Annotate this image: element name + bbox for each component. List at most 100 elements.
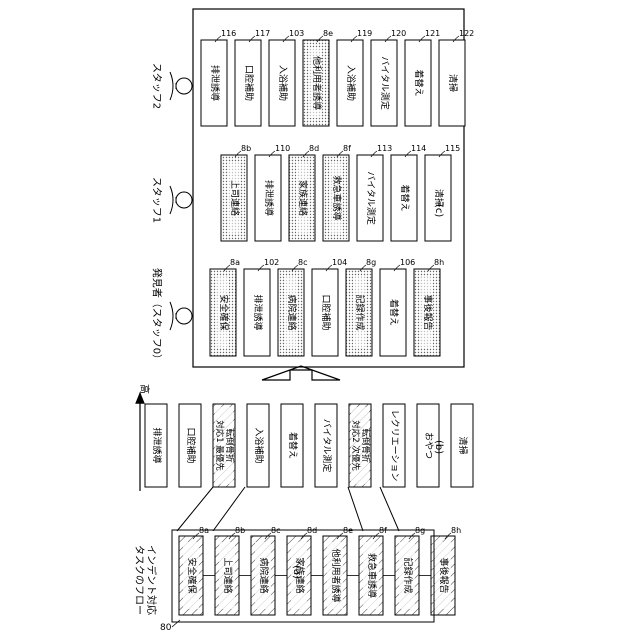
- schedule-task-ref: 120: [391, 29, 406, 38]
- schedule-task-ref: 115: [445, 144, 460, 153]
- schedule-task: 着替え114: [391, 144, 426, 241]
- flow-step: 事後報告 8h: [431, 526, 461, 615]
- priority-task-label-2: 対応2 次優先: [350, 420, 361, 471]
- schedule-task-ref: 8c: [298, 258, 308, 267]
- flow-step: 記録作成 8g: [395, 526, 431, 615]
- schedule-task: 清掃115: [425, 144, 460, 241]
- schedule-task-ref: 110: [275, 144, 290, 153]
- flow-step-ref: 8g: [415, 526, 425, 535]
- flow-step: 上司連絡8b: [215, 526, 251, 615]
- priority-task-label: おやつ: [423, 432, 434, 459]
- schedule-task: 清掃 122: [439, 29, 474, 126]
- priority-task-label: 転倒骨折: [360, 428, 371, 463]
- flow-ref-label: 80: [160, 623, 172, 633]
- schedule-task-ref: 117: [255, 29, 270, 38]
- schedule-task-ref: 102: [264, 258, 279, 267]
- flow-step-ref: 8d: [307, 526, 317, 535]
- schedule-task: 病院連絡 8c: [278, 258, 308, 356]
- staff-row: スタッフ2 排泄誘導116 口腔補助 117 入浴補助 103 他利用者誘導 8e 入浴補助11…: [151, 29, 475, 126]
- panel-c-label: (c): [433, 204, 444, 217]
- priority-task: 転倒骨折対応2 次優先: [349, 404, 371, 487]
- schedule-task-ref: 8b: [241, 144, 251, 153]
- schedule-task-label: 記録作成: [354, 294, 366, 330]
- schedule-task: 入浴補助 103: [269, 29, 304, 126]
- schedule-task: 排泄誘導 102: [244, 258, 279, 356]
- flow-step-label: 記録作成: [402, 557, 414, 593]
- schedule-task-label: 排泄誘導: [263, 180, 275, 216]
- flow-step-label: 救急車誘導: [366, 553, 378, 598]
- flow-step: 救急車誘導8f: [359, 526, 395, 615]
- schedule-task: 排泄誘導116: [201, 29, 236, 126]
- schedule-task-ref: 8h: [434, 258, 444, 267]
- panel-b: 高 排泄誘導口腔補助転倒骨折対応1 最優先入浴補助着替えバイタル測定転倒骨折対応…: [138, 384, 473, 491]
- flow-caption-line1: インデント対応: [145, 545, 158, 615]
- schedule-task: 着替え106: [380, 258, 415, 356]
- flow-step: 安全確保 8a: [179, 526, 215, 615]
- schedule-task-ref: 8e: [323, 29, 333, 38]
- flow-step-label: 病院連絡: [258, 557, 270, 593]
- expansion-lines: [177, 487, 399, 531]
- flow-step-ref: 8h: [451, 526, 461, 535]
- priority-task-label: 清掃: [457, 436, 469, 454]
- schedule-task: 排泄誘導 110: [255, 144, 290, 241]
- person-icon: [170, 186, 192, 214]
- staff-row: スタッフ1上司連絡8b排泄誘導110家族連絡8d救急車誘導8fバイタル測定113…: [151, 144, 461, 241]
- flow-step-label: 安全確保: [186, 557, 198, 593]
- flow-caption-line2: タスクのフロー: [133, 545, 145, 615]
- schedule-task-ref: 113: [377, 144, 392, 153]
- flow-ref-leader: [172, 620, 180, 627]
- schedule-task-label: 事後報告: [422, 294, 434, 330]
- schedule-task: 記録作成8g: [346, 258, 376, 356]
- schedule-task: 上司連絡8b: [221, 144, 251, 241]
- schedule-task: 家族連絡8d: [289, 144, 319, 241]
- panel-b-label: (b): [433, 440, 444, 454]
- priority-task: 排泄誘導: [145, 404, 167, 487]
- staff-name: スタッフ1: [151, 177, 163, 223]
- flow-step-ref: 8a: [199, 526, 209, 535]
- flow-step-ref: 8e: [343, 526, 353, 535]
- staff-row: 発見者（スタッフ0）安全確保8a排泄誘導102病院連絡8c口腔補助104記録作成…: [151, 258, 445, 364]
- schedule-task-ref: 103: [289, 29, 304, 38]
- schedule-task-label: 口腔補助: [243, 65, 255, 101]
- priority-task-label-2: 対応1 最優先: [214, 420, 225, 471]
- schedule-task-label: 排泄誘導: [252, 294, 264, 330]
- flow-step-label: 事後報告: [438, 557, 450, 593]
- priority-high-label: 高: [138, 384, 151, 394]
- schedule-task-ref: 106: [400, 258, 415, 267]
- staff-name: スタッフ2: [151, 63, 163, 109]
- schedule-task-ref: 104: [332, 258, 347, 267]
- schedule-task-label: 入浴補助: [277, 65, 289, 101]
- schedule-task-label: 他利用者誘導: [311, 56, 323, 110]
- schedule-task-label: 清掃: [447, 74, 459, 92]
- priority-task: 転倒骨折対応1 最優先: [213, 404, 235, 487]
- schedule-task-label: 病院連絡: [286, 294, 298, 330]
- priority-task: レクリエーション: [383, 404, 405, 487]
- schedule-task-label: 排泄誘導: [209, 65, 221, 101]
- schedule-task-ref: 122: [459, 29, 474, 38]
- schedule-task: 着替え121: [405, 29, 440, 126]
- schedule-task: 口腔補助 117: [235, 29, 270, 126]
- panel-a: インデント対応 タスクのフロー 80 安全確保8a上司連絡8b病院連絡8c家族連…: [133, 526, 461, 633]
- schedule-task: 事後報告 8h: [414, 258, 444, 356]
- priority-task-label: 排泄誘導: [151, 427, 163, 463]
- schedule-task: 安全確保 8a: [210, 258, 240, 356]
- person-icon: [170, 72, 192, 100]
- priority-task-label: 転倒骨折: [224, 428, 235, 463]
- schedule-task: 入浴補助119: [337, 29, 372, 126]
- schedule-task-ref: 8f: [343, 144, 351, 153]
- schedule-task-ref: 8a: [230, 258, 240, 267]
- schedule-task-label: 着替え: [399, 184, 411, 211]
- person-icon: [170, 302, 192, 330]
- schedule-task-label: バイタル測定: [365, 171, 377, 225]
- priority-task: 口腔補助: [179, 404, 201, 487]
- priority-task: バイタル測定: [315, 404, 337, 487]
- priority-task: 入浴補助: [247, 404, 269, 487]
- schedule-task-ref: 119: [357, 29, 372, 38]
- schedule-task-label: 安全確保: [218, 294, 230, 330]
- flow-step-label: 他利用者誘導: [330, 548, 342, 602]
- schedule-task-ref: 121: [425, 29, 440, 38]
- priority-task-label: 着替え: [287, 432, 299, 459]
- schedule-task: 他利用者誘導 8e: [303, 29, 333, 126]
- flow-step-label: 上司連絡: [222, 557, 234, 593]
